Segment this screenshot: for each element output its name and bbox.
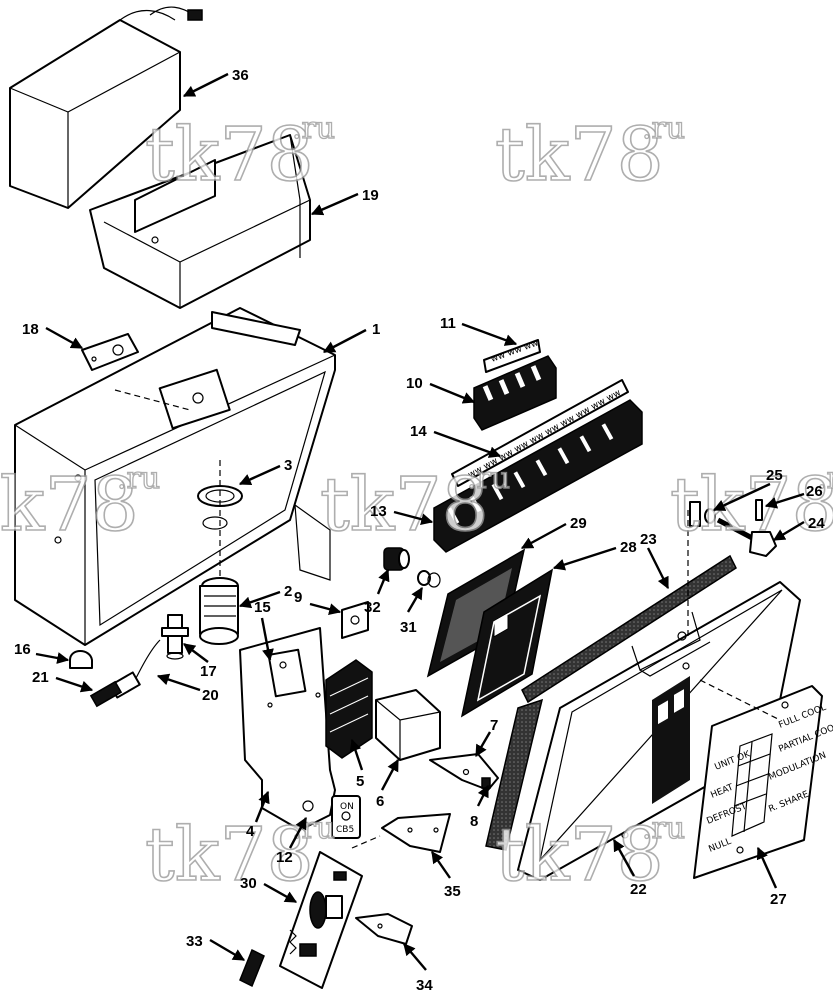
part-18-bracket bbox=[81, 333, 139, 371]
callout-28: 28 bbox=[620, 539, 637, 556]
callout-9: 9 bbox=[294, 589, 302, 606]
part-28-bezel bbox=[460, 568, 554, 718]
callout-19: 19 bbox=[362, 187, 379, 204]
part-9-plate bbox=[341, 601, 369, 639]
watermarks: tk78.ru tk78.ru tk78.ru tk78.ru tk78.ru … bbox=[0, 110, 833, 898]
callout-24: 24 bbox=[808, 515, 825, 532]
watermark-7: tk78.ru bbox=[494, 810, 686, 898]
part-26-washer bbox=[704, 499, 763, 524]
part-15-plate bbox=[239, 627, 336, 831]
part-30-circuit-board bbox=[279, 851, 363, 989]
callout-4: 4 bbox=[246, 823, 255, 840]
callout-35: 35 bbox=[444, 883, 461, 900]
callout-5: 5 bbox=[356, 773, 364, 790]
callout-2: 2 bbox=[284, 583, 292, 600]
part-6-relay bbox=[375, 689, 441, 761]
svg-text:tk78: tk78 bbox=[670, 462, 833, 548]
part-31-lamp bbox=[417, 570, 441, 588]
callout-22: 22 bbox=[630, 881, 647, 898]
callout-32: 32 bbox=[364, 599, 381, 616]
part-32-lamp-socket bbox=[383, 547, 410, 571]
svg-text:.ru: .ru bbox=[292, 811, 335, 846]
callout-23: 23 bbox=[640, 531, 657, 548]
callout-18: 18 bbox=[22, 321, 39, 338]
svg-text:tk78: tk78 bbox=[145, 812, 314, 898]
part-24-bolt bbox=[716, 517, 777, 557]
callouts: 36 19 18 1 3 2 16 21 17 20 15 9 11 10 14… bbox=[14, 67, 825, 994]
callout-3: 3 bbox=[284, 457, 292, 474]
part-5-relay-block bbox=[325, 659, 373, 759]
watermark-1: tk78.ru bbox=[144, 110, 336, 198]
svg-text:tk78: tk78 bbox=[495, 812, 664, 898]
part-36-cover bbox=[9, 6, 203, 209]
part-21-connector bbox=[89, 680, 123, 708]
callout-25: 25 bbox=[766, 467, 783, 484]
callout-31: 31 bbox=[400, 619, 417, 636]
part-23-gasket bbox=[521, 554, 737, 704]
callout-12: 12 bbox=[276, 849, 293, 866]
callout-34: 34 bbox=[416, 977, 433, 994]
part-27-control-plate: FULL COOL UNIT OK PARTIAL COOL MODULATIO… bbox=[693, 685, 833, 879]
watermark-5: tk78.ru bbox=[669, 460, 833, 548]
watermark-6: tk78.ru bbox=[144, 810, 336, 898]
callout-10: 10 bbox=[406, 375, 423, 392]
callout-33: 33 bbox=[186, 933, 203, 950]
callout-20: 20 bbox=[202, 687, 219, 704]
watermark-3: tk78.ru bbox=[0, 460, 161, 548]
part-25-screw bbox=[689, 501, 701, 527]
part-22-door bbox=[485, 581, 801, 881]
part-19-tray bbox=[89, 134, 311, 309]
part-16-clip bbox=[69, 650, 93, 669]
part-1-enclosure bbox=[14, 307, 336, 646]
breaker-on-label: ON bbox=[340, 802, 354, 812]
svg-text:tk78: tk78 bbox=[495, 112, 664, 198]
svg-text:.ru: .ru bbox=[817, 461, 833, 496]
svg-text:tk78: tk78 bbox=[0, 462, 139, 548]
svg-text:.ru: .ru bbox=[642, 111, 685, 146]
watermark-2: tk78.ru bbox=[494, 110, 686, 198]
svg-text:tk78: tk78 bbox=[320, 462, 489, 548]
part-10-terminal-block bbox=[473, 355, 557, 431]
callout-17: 17 bbox=[200, 663, 217, 680]
part-35-bracket bbox=[351, 813, 451, 853]
callout-27: 27 bbox=[770, 891, 787, 908]
assembly-lines bbox=[219, 460, 781, 721]
callout-6: 6 bbox=[376, 793, 384, 810]
watermark-4: tk78.ru bbox=[319, 460, 511, 548]
callout-36: 36 bbox=[232, 67, 249, 84]
part-34-bracket bbox=[355, 913, 413, 945]
callout-11: 11 bbox=[440, 315, 456, 332]
callout-15: 15 bbox=[254, 599, 271, 616]
callout-8: 8 bbox=[470, 813, 478, 830]
svg-text:.ru: .ru bbox=[292, 111, 335, 146]
callout-29: 29 bbox=[570, 515, 587, 532]
part-33-chip bbox=[239, 948, 265, 988]
svg-text:.ru: .ru bbox=[467, 461, 510, 496]
callout-1: 1 bbox=[372, 321, 380, 338]
callout-21: 21 bbox=[32, 669, 49, 686]
svg-text:tk78: tk78 bbox=[145, 112, 314, 198]
part-17-stud bbox=[161, 614, 189, 660]
callout-16: 16 bbox=[14, 641, 31, 658]
callout-30: 30 bbox=[240, 875, 257, 892]
part-2-fitting bbox=[199, 577, 239, 645]
callout-7: 7 bbox=[490, 717, 498, 734]
part-12-breaker: ON CB5 bbox=[331, 795, 361, 839]
callout-26: 26 bbox=[806, 483, 823, 500]
part-7-bracket bbox=[429, 753, 499, 791]
svg-text:.ru: .ru bbox=[642, 811, 685, 846]
part-13-terminal-block bbox=[433, 399, 643, 553]
svg-text:.ru: .ru bbox=[117, 461, 160, 496]
callout-14: 14 bbox=[410, 423, 427, 440]
part-11-marker-strip: ww ww ww bbox=[483, 338, 541, 373]
callout-13: 13 bbox=[370, 503, 387, 520]
breaker-cb5-label: CB5 bbox=[336, 825, 354, 835]
